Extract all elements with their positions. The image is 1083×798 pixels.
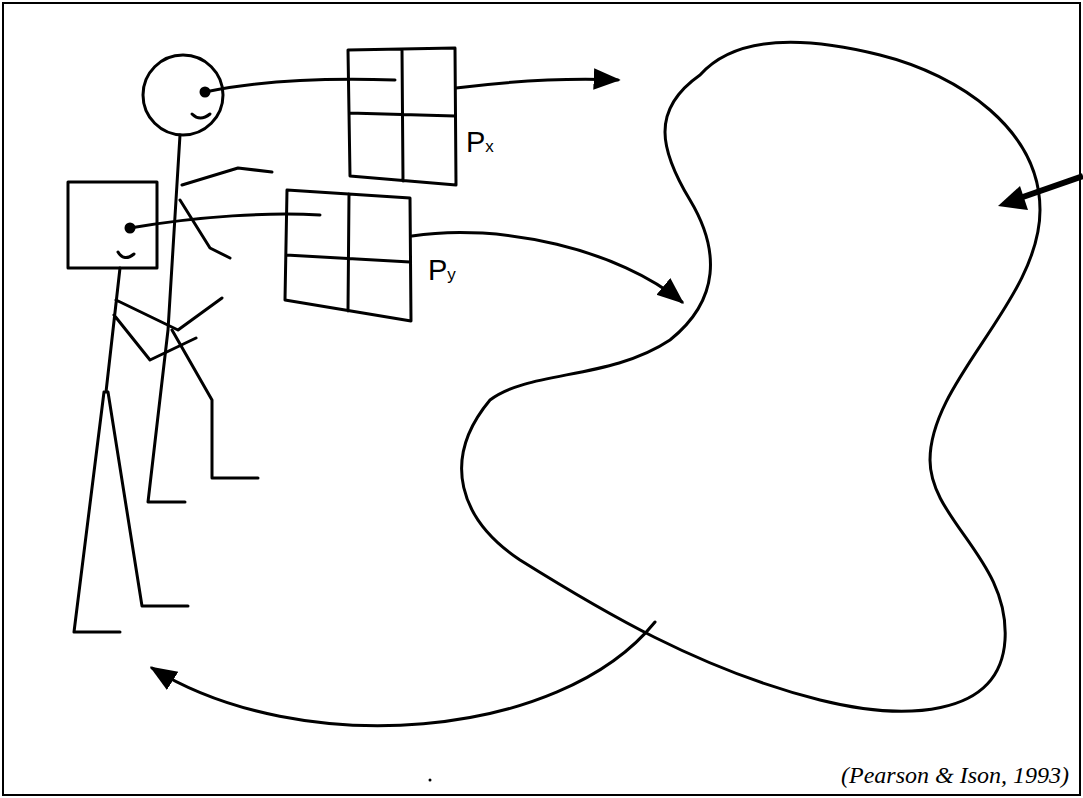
caption: (Pearson & Ison, 1993) xyxy=(841,762,1069,788)
smile xyxy=(192,114,210,118)
perspective-label: Py xyxy=(428,256,456,285)
round-figure-body xyxy=(148,135,272,502)
perception-arrow xyxy=(412,232,682,302)
frame xyxy=(3,3,1080,795)
feedback-arrow xyxy=(152,622,655,726)
sight-line xyxy=(205,79,395,92)
round-head xyxy=(143,55,223,135)
perception-arrow xyxy=(456,79,618,88)
smile xyxy=(118,252,134,258)
dot xyxy=(429,779,432,782)
perspective-grid xyxy=(348,48,456,185)
thick-arrowhead xyxy=(998,186,1028,210)
sight-line xyxy=(130,214,320,228)
situation-blob xyxy=(462,42,1040,711)
perspective-label: Px xyxy=(466,128,494,157)
square-figure-body xyxy=(74,268,222,632)
thick-arrow xyxy=(1020,176,1083,198)
perspective-grid xyxy=(285,190,411,321)
